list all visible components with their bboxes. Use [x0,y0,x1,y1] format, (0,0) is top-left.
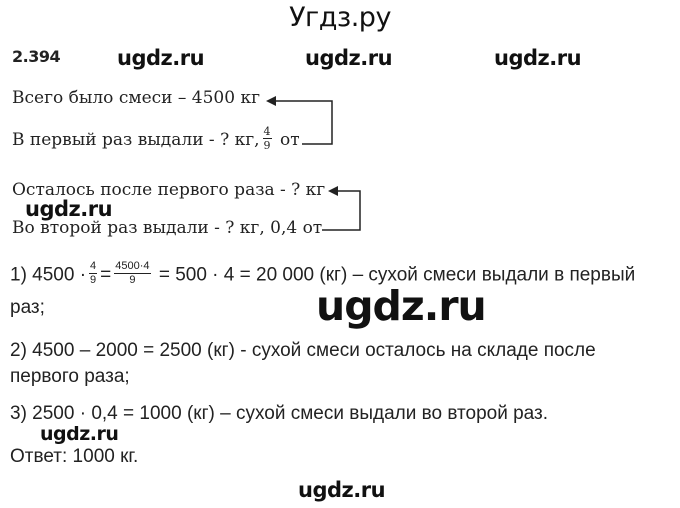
scheme-line-first-prefix: В первый раз выдали - ? кг, [12,130,260,150]
watermark-footer: ugdz.ru [298,478,386,502]
fraction-denominator: 9 [263,139,271,152]
site-title: Угдз.ру [289,2,391,33]
watermark-left-bottom: ugdz.ru [40,423,119,445]
scheme-line-first-suffix: от [279,130,300,150]
solution-step-1-continuation: раз; [10,297,45,318]
arrow-first-to-total [266,96,333,145]
scheme-line-total: Всего было смеси – 4500 кг [12,88,260,108]
fraction-denominator: 9 [129,274,136,286]
arrow-second-to-remaining [322,186,361,231]
watermark-top-1: ugdz.ru [117,46,205,70]
watermark-top-2: ugdz.ru [305,46,393,70]
fraction-denominator: 9 [90,274,97,286]
watermark-center-big: ugdz.ru [316,282,487,330]
step1-prefix: 1) 4500 · [10,264,87,286]
solution-step-2-line-1: 2) 4500 – 2000 = 2500 (кг) - сухой смеси… [10,340,596,361]
step1-equals: = [100,264,112,286]
answer-line: Ответ: 1000 кг. [10,446,139,467]
scheme-line-second: Во второй раз выдали - ? кг, 0,4 от [12,218,323,238]
problem-number: 2.394 [12,47,61,66]
fraction-numerator: 4 [89,260,98,274]
solution-step-2-line-2: первого раза; [10,366,130,387]
solution-step-3: 3) 2500 · 0,4 = 1000 (кг) – сухой смеси … [10,403,549,424]
scheme-line-remaining: Осталось после первого раза - ? кг [12,180,326,200]
fraction-numerator: 4 [262,125,272,139]
watermark-left-middle: ugdz.ru [25,197,113,221]
fraction-numerator: 4500·4 [114,260,151,274]
step1-rest: = 500 · 4 = 20 000 (кг) – сухой смеси вы… [158,264,636,286]
watermark-top-3: ugdz.ru [494,46,582,70]
